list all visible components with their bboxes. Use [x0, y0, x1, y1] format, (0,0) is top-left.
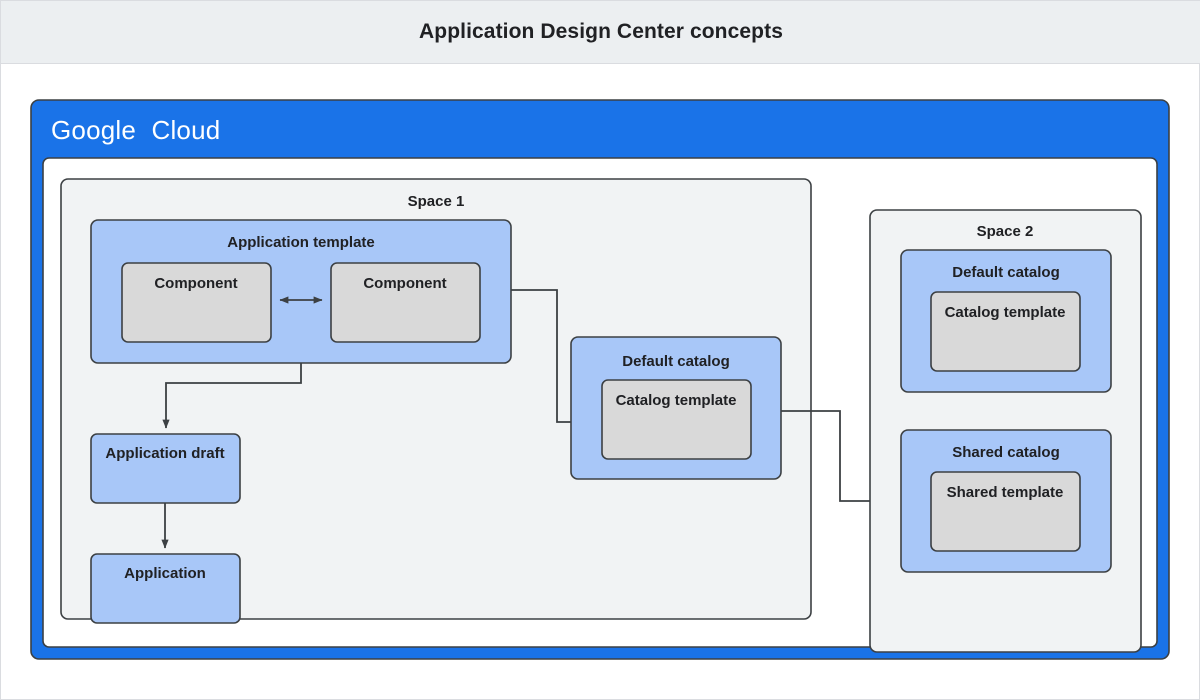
catalog-template-space2-label: Catalog template: [945, 304, 1066, 321]
shared-catalog-space2-node[interactable]: Shared catalog Shared template: [900, 429, 1112, 573]
application-template-label: Application template: [227, 234, 375, 251]
application-template-node[interactable]: Application template Component Component: [90, 219, 512, 364]
catalog-template-space1-label: Catalog template: [616, 392, 737, 409]
connector-template-to-draft: [162, 363, 302, 429]
application-label: Application: [124, 565, 206, 582]
application-draft-label: Application draft: [105, 445, 224, 462]
diagram-canvas: Google Cloud Space 1 Application templat…: [1, 64, 1200, 700]
page-title-bar: Application Design Center concepts: [1, 1, 1200, 64]
default-catalog-space1-label: Default catalog: [622, 353, 730, 370]
space-2-label: Space 2: [977, 223, 1034, 240]
catalog-template-space1-box[interactable]: [601, 379, 752, 460]
default-catalog-space1-node[interactable]: Default catalog Catalog template: [570, 336, 782, 480]
default-catalog-space2-label: Default catalog: [952, 264, 1060, 281]
application-box[interactable]: [90, 553, 241, 624]
connector-default-catalog-to-shared-catalog: [781, 410, 895, 505]
google-cloud-logo-cloud: Cloud: [151, 115, 220, 145]
shared-template-space2-box[interactable]: [930, 471, 1081, 552]
component-right-box[interactable]: [330, 262, 481, 343]
component-left-label: Component: [154, 275, 237, 292]
page-title: Application Design Center concepts: [419, 20, 783, 43]
application-draft-node[interactable]: Application draft: [90, 433, 241, 504]
google-cloud-logo-google: Google: [51, 115, 136, 145]
google-cloud-logo: Google Cloud: [51, 115, 220, 145]
default-catalog-space2-node[interactable]: Default catalog Catalog template: [900, 249, 1112, 393]
component-right-label: Component: [363, 275, 446, 292]
component-left-box[interactable]: [121, 262, 272, 343]
architecture-diagram: Google Cloud Space 1 Application templat…: [30, 99, 1170, 660]
catalog-template-space2-box[interactable]: [930, 291, 1081, 372]
shared-template-space2-label: Shared template: [947, 484, 1064, 501]
application-node[interactable]: Application: [90, 553, 241, 624]
space-1-label: Space 1: [408, 193, 465, 210]
shared-catalog-space2-label: Shared catalog: [952, 444, 1060, 461]
